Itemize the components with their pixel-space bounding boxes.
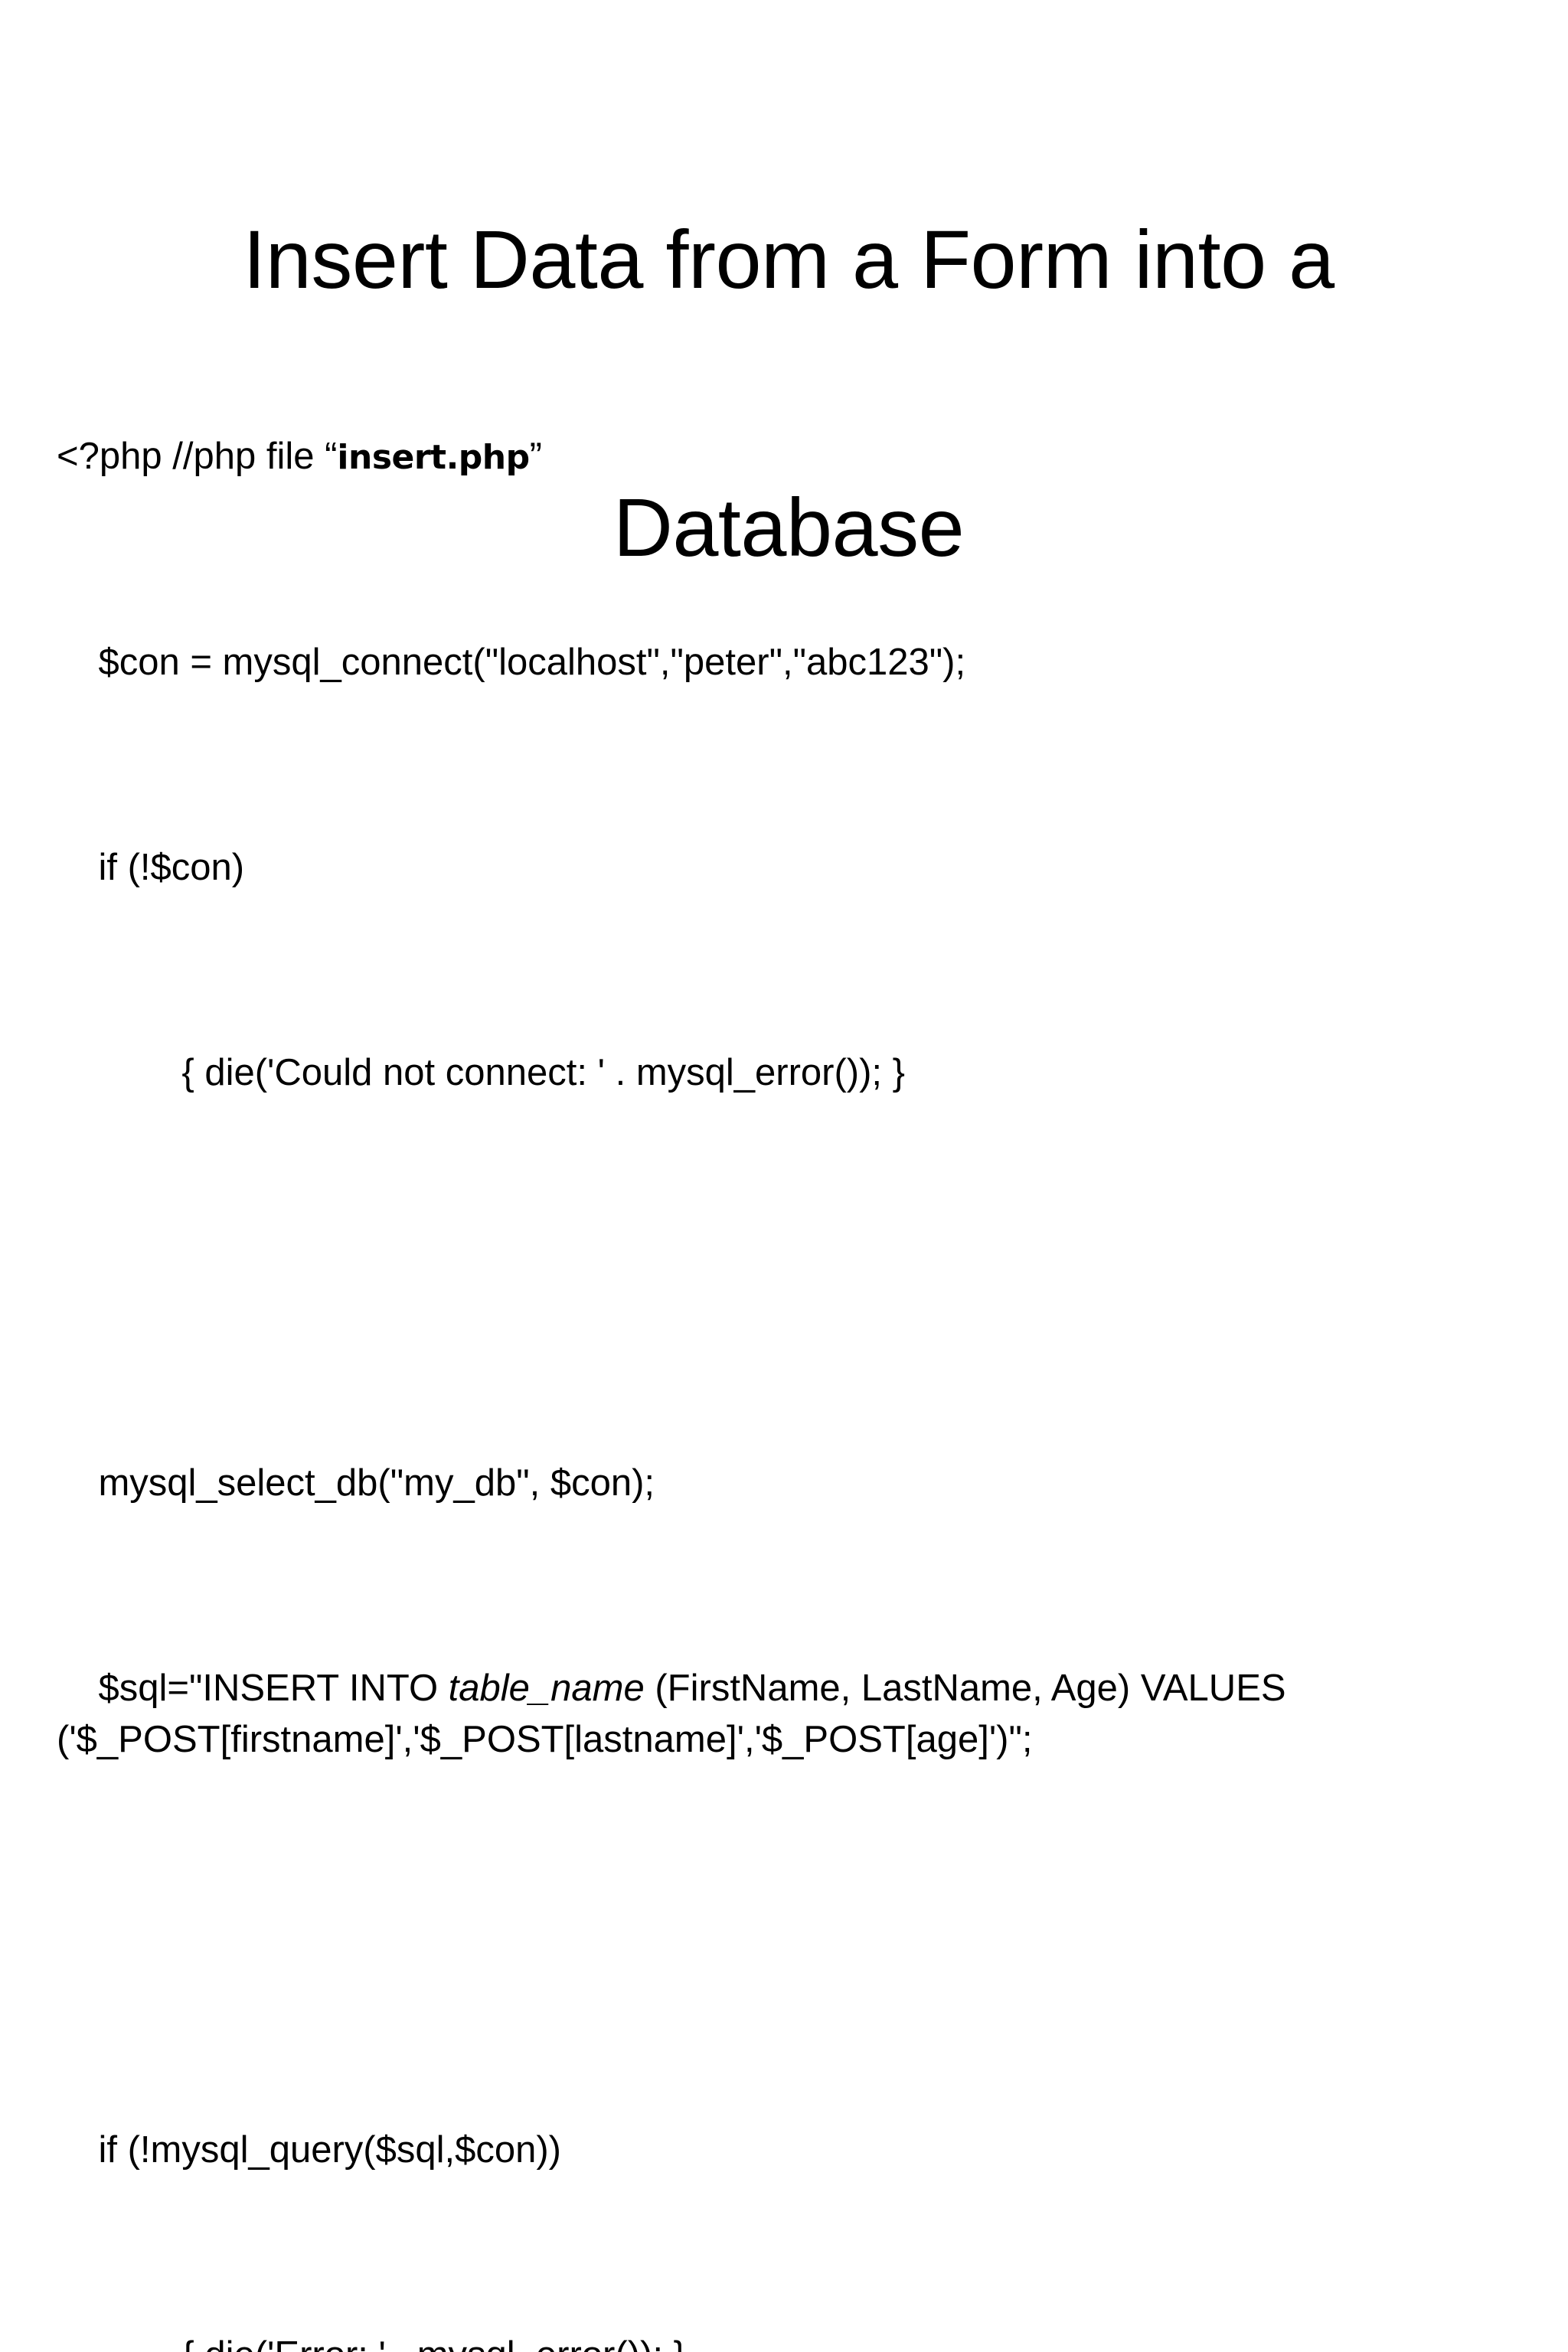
code-line-4: { die('Could not connect: ' . mysql_erro… bbox=[57, 1052, 906, 1093]
php-code-listing: <?php //php file “insert.php” $con = mys… bbox=[57, 277, 1511, 2352]
code-line-9: if (!mysql_query($sql,$con)) bbox=[57, 2129, 561, 2171]
code-line-3: if (!$con) bbox=[57, 847, 245, 888]
page-title-line-2: Database bbox=[612, 481, 965, 574]
code-line-1-filename: insert.php bbox=[337, 438, 530, 477]
code-line-5-blank bbox=[57, 1253, 1511, 1304]
code-line-7-table-name: table_name bbox=[448, 1668, 645, 1709]
code-line-7: $sql="INSERT INTO table_name (FirstName,… bbox=[57, 1663, 1511, 1766]
code-line-1-close-quote: ” bbox=[529, 436, 542, 477]
code-line-6: mysql_select_db("my_db", $con); bbox=[57, 1462, 655, 1504]
code-line-1-open-quote: “ bbox=[325, 436, 338, 477]
page-title-line-1: Insert Data from a Form into a bbox=[243, 213, 1334, 306]
code-line-1-prefix: <?php //php file bbox=[57, 436, 325, 477]
code-line-2: $con = mysql_connect("localhost","peter"… bbox=[57, 642, 966, 683]
presentation-slide: Insert Data from a Form into a Database … bbox=[57, 37, 1462, 2352]
page-title: Insert Data from a Form into a Database bbox=[115, 37, 1462, 751]
code-line-7-part-a: $sql="INSERT INTO bbox=[57, 1668, 449, 1709]
code-line-8-blank bbox=[57, 1919, 1511, 1971]
code-line-1: <?php //php file “insert.php” bbox=[57, 431, 1511, 483]
code-line-10: { die('Error: ' . mysql_error()); } bbox=[57, 2330, 1511, 2352]
